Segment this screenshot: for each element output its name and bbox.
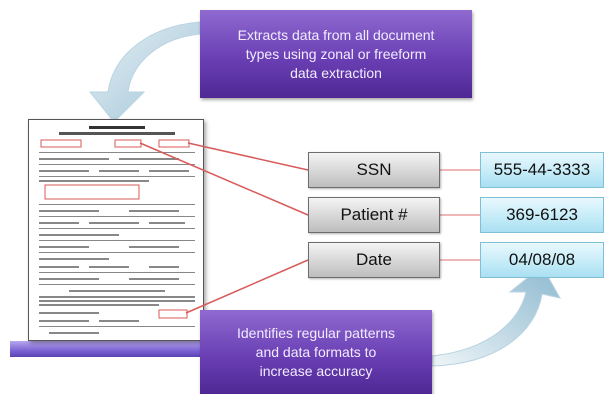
callout-extraction: Extracts data from all document types us… [200, 10, 472, 98]
connector-ssn [187, 142, 309, 171]
connector-date [185, 259, 309, 314]
callout-bottom-line1: Identifies regular patterns [237, 324, 395, 341]
field-value-date: 04/08/08 [480, 242, 604, 278]
callout-bottom-line2: and data formats to [255, 343, 377, 360]
field-label-patient: Patient # [308, 197, 440, 233]
field-value-ssn: 555-44-3333 [480, 152, 604, 188]
field-label-date: Date [308, 242, 440, 278]
scanned-form-document [28, 119, 204, 341]
document-platform [10, 341, 200, 357]
callout-top-line2: types using zonal or freeform [245, 45, 427, 62]
callout-patterns: Identifies regular patterns and data for… [200, 310, 432, 394]
field-label-ssn: SSN [308, 152, 440, 188]
connector-patient [139, 142, 309, 216]
arrow-top-icon [88, 21, 201, 123]
callout-top-line3: data extraction [290, 64, 382, 81]
callout-bottom-line3: increase accuracy [259, 362, 373, 379]
arrow-bottom-icon [431, 265, 561, 367]
field-value-patient: 369-6123 [480, 197, 604, 233]
callout-top-line1: Extracts data from all document [237, 26, 435, 43]
